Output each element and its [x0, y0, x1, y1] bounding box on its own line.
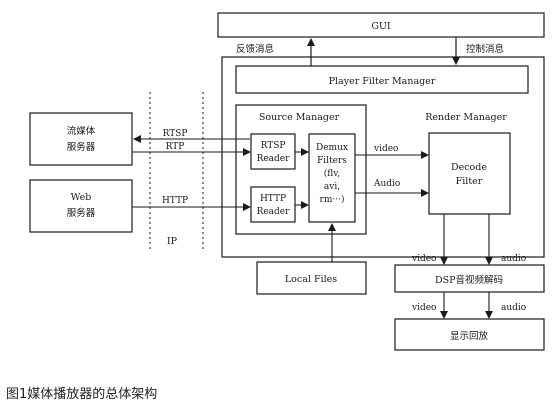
dsp-video-label: video	[411, 254, 436, 264]
figure-caption: 图1媒体播放器的总体架构	[6, 387, 158, 402]
demux-line4: avi,	[324, 182, 340, 192]
feedback-msg-label: 反馈消息	[236, 43, 274, 55]
gui-box	[217, 12, 545, 38]
control-msg-label: 控制消息	[466, 43, 504, 55]
decode-filter-box	[428, 132, 511, 215]
display-playback-box	[394, 318, 545, 351]
render-manager-label: Render Manager	[425, 112, 507, 123]
display-audio-label: audio	[501, 303, 526, 313]
rtsp-label: RTSP	[163, 129, 188, 139]
source-manager-box	[235, 104, 367, 235]
gui-label: GUI	[371, 21, 391, 32]
player-filter-manager-box	[235, 65, 529, 94]
player-filter-manager-label: Player Filter Manager	[329, 76, 436, 87]
web-server-line1: Web	[71, 192, 92, 203]
audio-label: Audio	[373, 179, 400, 189]
source-manager-label: Source Manager	[259, 112, 340, 123]
http-reader-box	[250, 186, 296, 223]
http-reader-line1: HTTP	[260, 194, 286, 204]
demux-line3: (flv,	[324, 168, 340, 179]
decode-filter-line1: Decode	[451, 162, 487, 173]
local-files-label: Local Files	[285, 274, 337, 285]
demux-filters-box	[308, 133, 356, 223]
video-label: video	[373, 144, 398, 154]
web-server-box	[29, 179, 133, 233]
dsp-decode-label: DSP音视频解码	[435, 274, 503, 286]
demux-line2: Filters	[317, 156, 347, 166]
rtp-label: RTP	[166, 142, 185, 152]
demux-line1: Demux	[316, 143, 348, 153]
ip-label: IP	[167, 236, 178, 247]
dsp-decode-box	[394, 264, 545, 293]
rtsp-reader-line2: Reader	[257, 154, 291, 164]
display-playback-label: 显示回放	[450, 330, 489, 342]
decode-filter-line2: Filter	[456, 176, 483, 187]
display-video-label: video	[411, 303, 436, 313]
demux-line5: rm···)	[320, 194, 345, 205]
web-server-line2: 服务器	[67, 207, 96, 219]
media-server-line1: 流媒体	[67, 125, 96, 137]
media-server-box	[29, 112, 133, 166]
rtsp-reader-line1: RTSP	[261, 141, 286, 151]
http-label: HTTP	[162, 196, 188, 206]
player-container	[221, 56, 545, 258]
rtsp-reader-box	[250, 133, 296, 170]
http-reader-line2: Reader	[257, 207, 291, 217]
dsp-audio-label: audio	[501, 254, 526, 264]
local-files-box	[256, 261, 367, 295]
media-server-line2: 服务器	[67, 141, 96, 153]
